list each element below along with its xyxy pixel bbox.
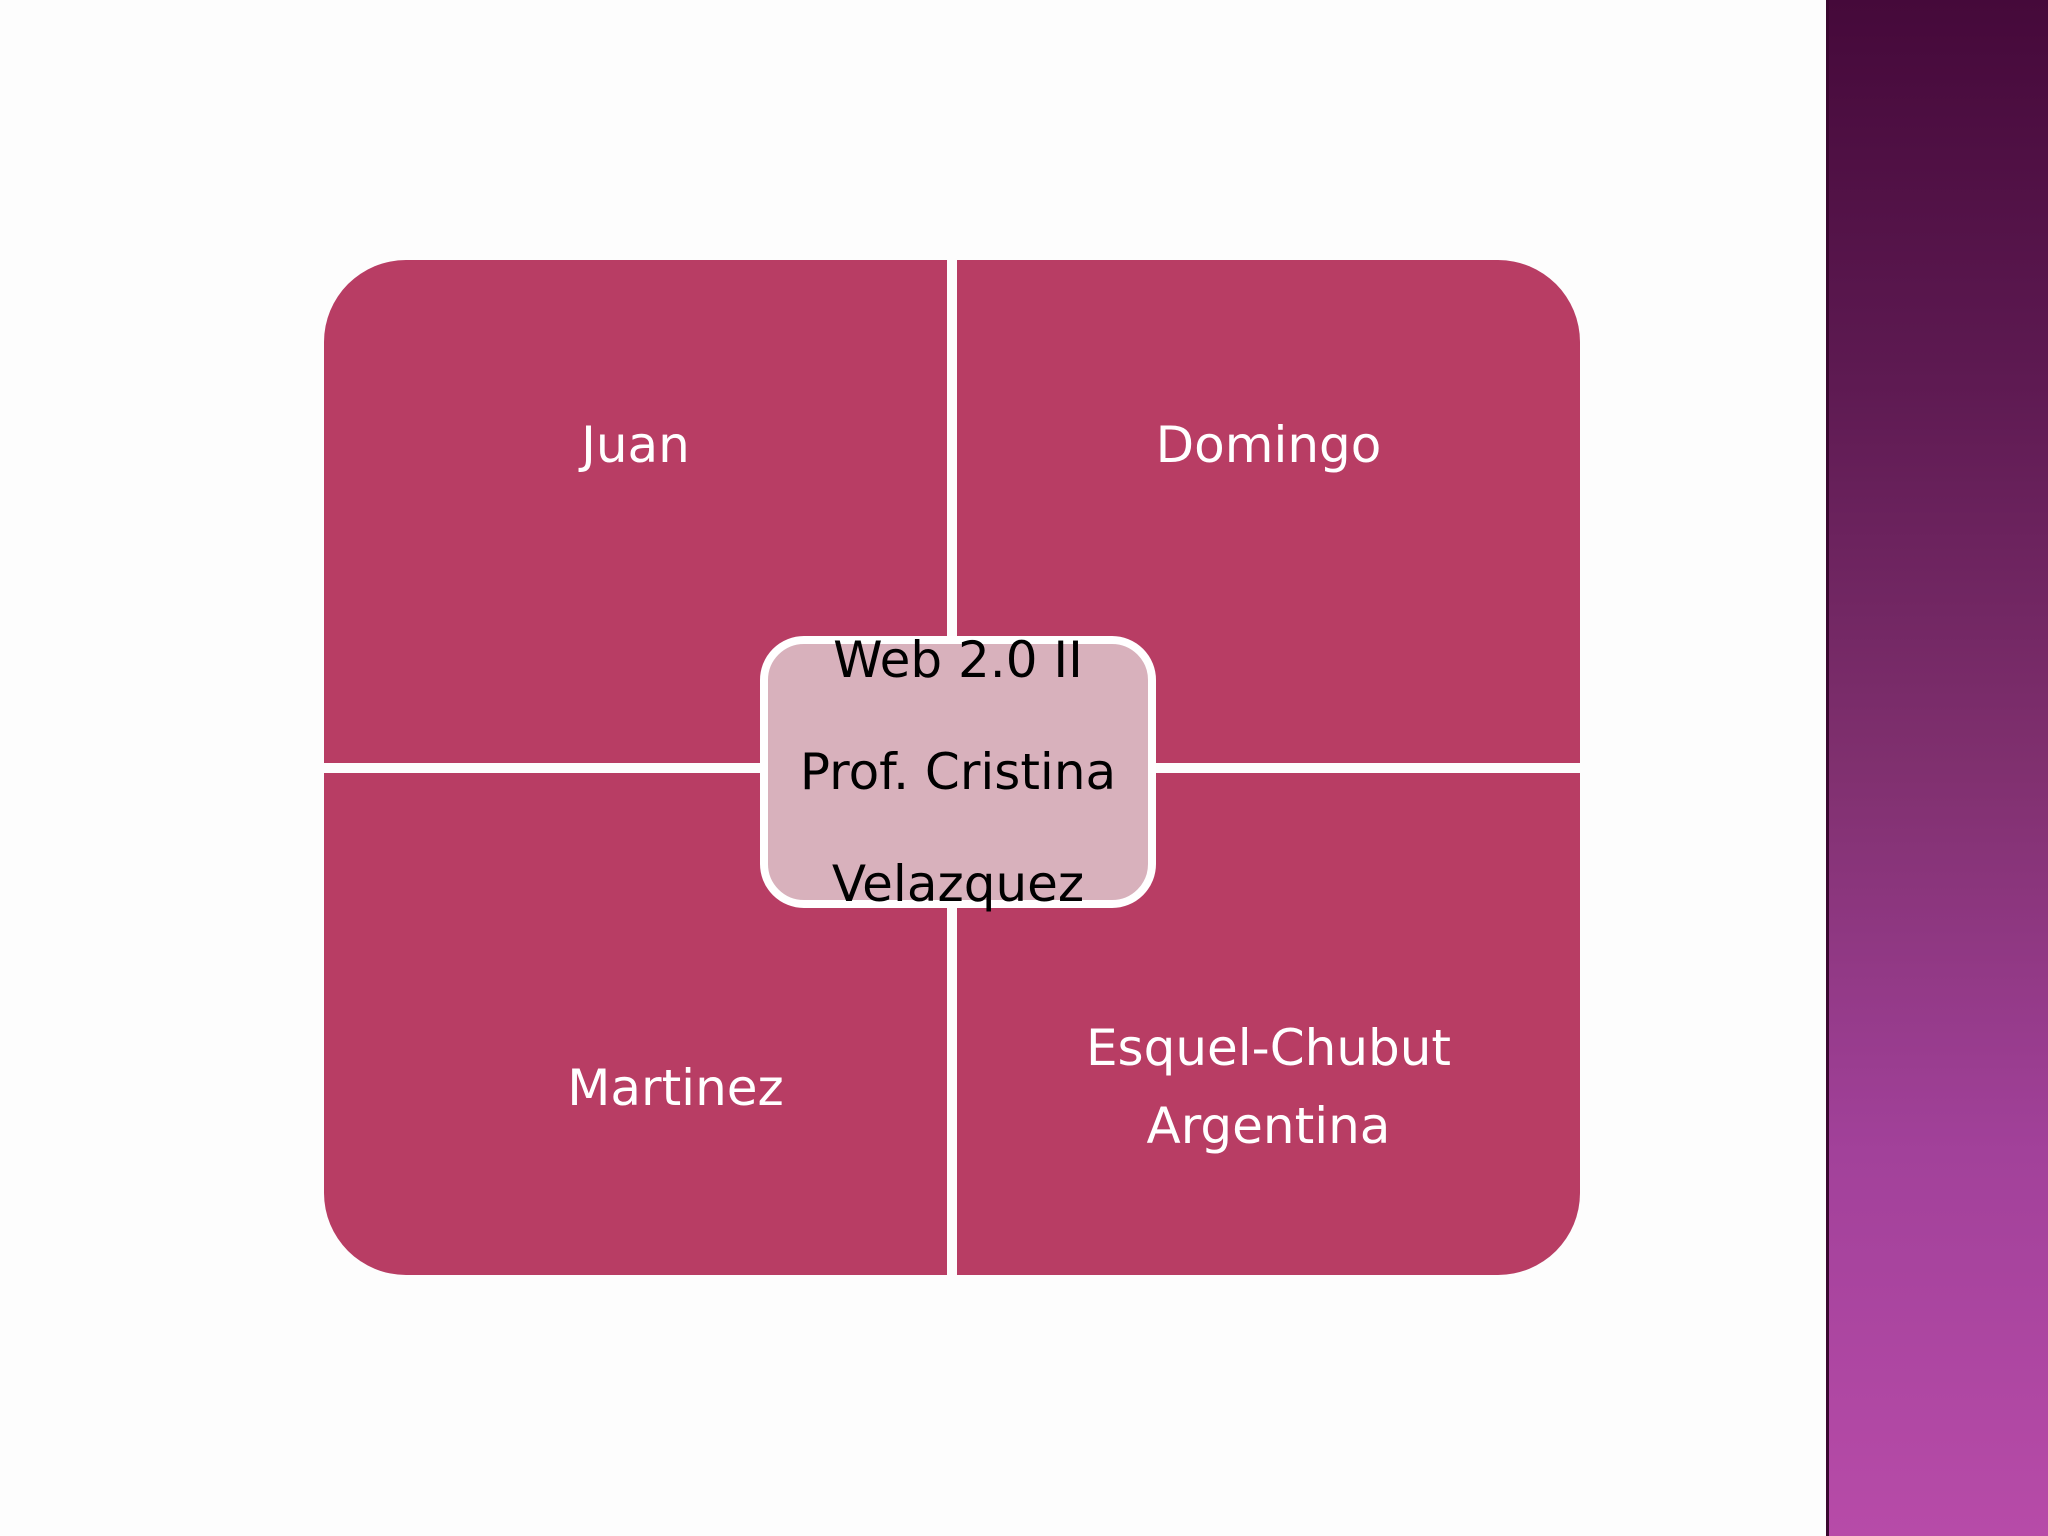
quadrant-label-martinez: Martinez	[567, 1059, 784, 1117]
center-line-professor: Prof. Cristina	[799, 743, 1117, 801]
center-topic-text: Web 2.0 II Prof. Cristina Velazquez	[800, 576, 1116, 968]
quadrant-label-juan: Juan	[581, 416, 690, 474]
center-line-course: Web 2.0 II	[833, 631, 1083, 689]
center-line-surname: Velazquez	[831, 855, 1085, 913]
quadrant-top-left: Juan	[324, 260, 947, 763]
quadrant-label-location-line1: Esquel-Chubut	[1085, 1019, 1452, 1077]
center-topic-box: Web 2.0 II Prof. Cristina Velazquez	[760, 632, 1156, 912]
quadrant-bottom-left: Martinez	[324, 773, 947, 1275]
quadrant-label-domingo: Domingo	[1155, 416, 1382, 474]
quadrant-label-location-line2: Argentina	[1146, 1097, 1391, 1155]
decorative-side-band	[1826, 0, 2048, 1536]
